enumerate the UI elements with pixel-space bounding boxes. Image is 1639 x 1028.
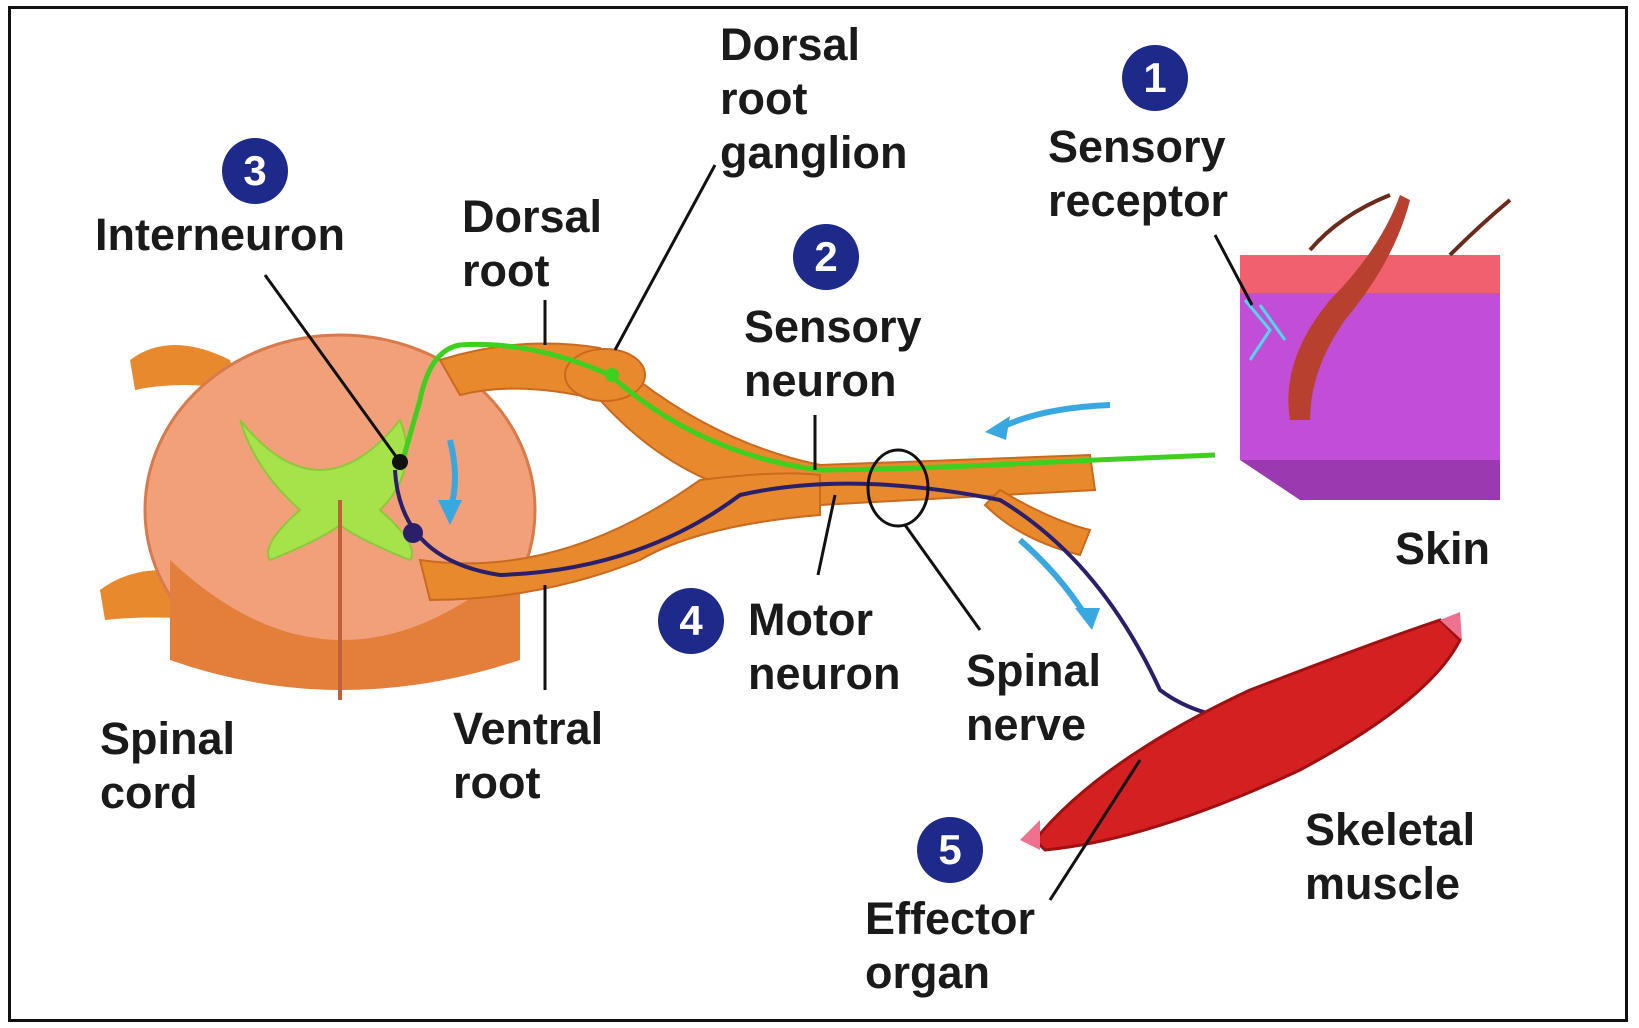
leader-dorsal-root-ganglion (615, 165, 715, 350)
step-badge-3: 3 (222, 138, 288, 204)
afferent-arrow (1000, 405, 1110, 428)
label-interneuron: Interneuron (95, 208, 345, 262)
muscle-tendon (1020, 820, 1040, 850)
label-skin: Skin (1395, 522, 1490, 576)
skin-side (1240, 460, 1500, 500)
sensory-cell-body (605, 368, 619, 382)
motor-cell-body (403, 523, 423, 543)
afferent-arrowhead (985, 416, 1010, 440)
leader-spinal-nerve (905, 525, 980, 630)
step-badge-2: 2 (793, 224, 859, 290)
step-badge-4: 4 (658, 588, 724, 654)
step-badge-1: 1 (1122, 45, 1188, 111)
hair-strand-2 (1450, 200, 1510, 255)
efferent-arrowhead (1075, 608, 1100, 630)
step-badge-5: 5 (917, 817, 983, 883)
